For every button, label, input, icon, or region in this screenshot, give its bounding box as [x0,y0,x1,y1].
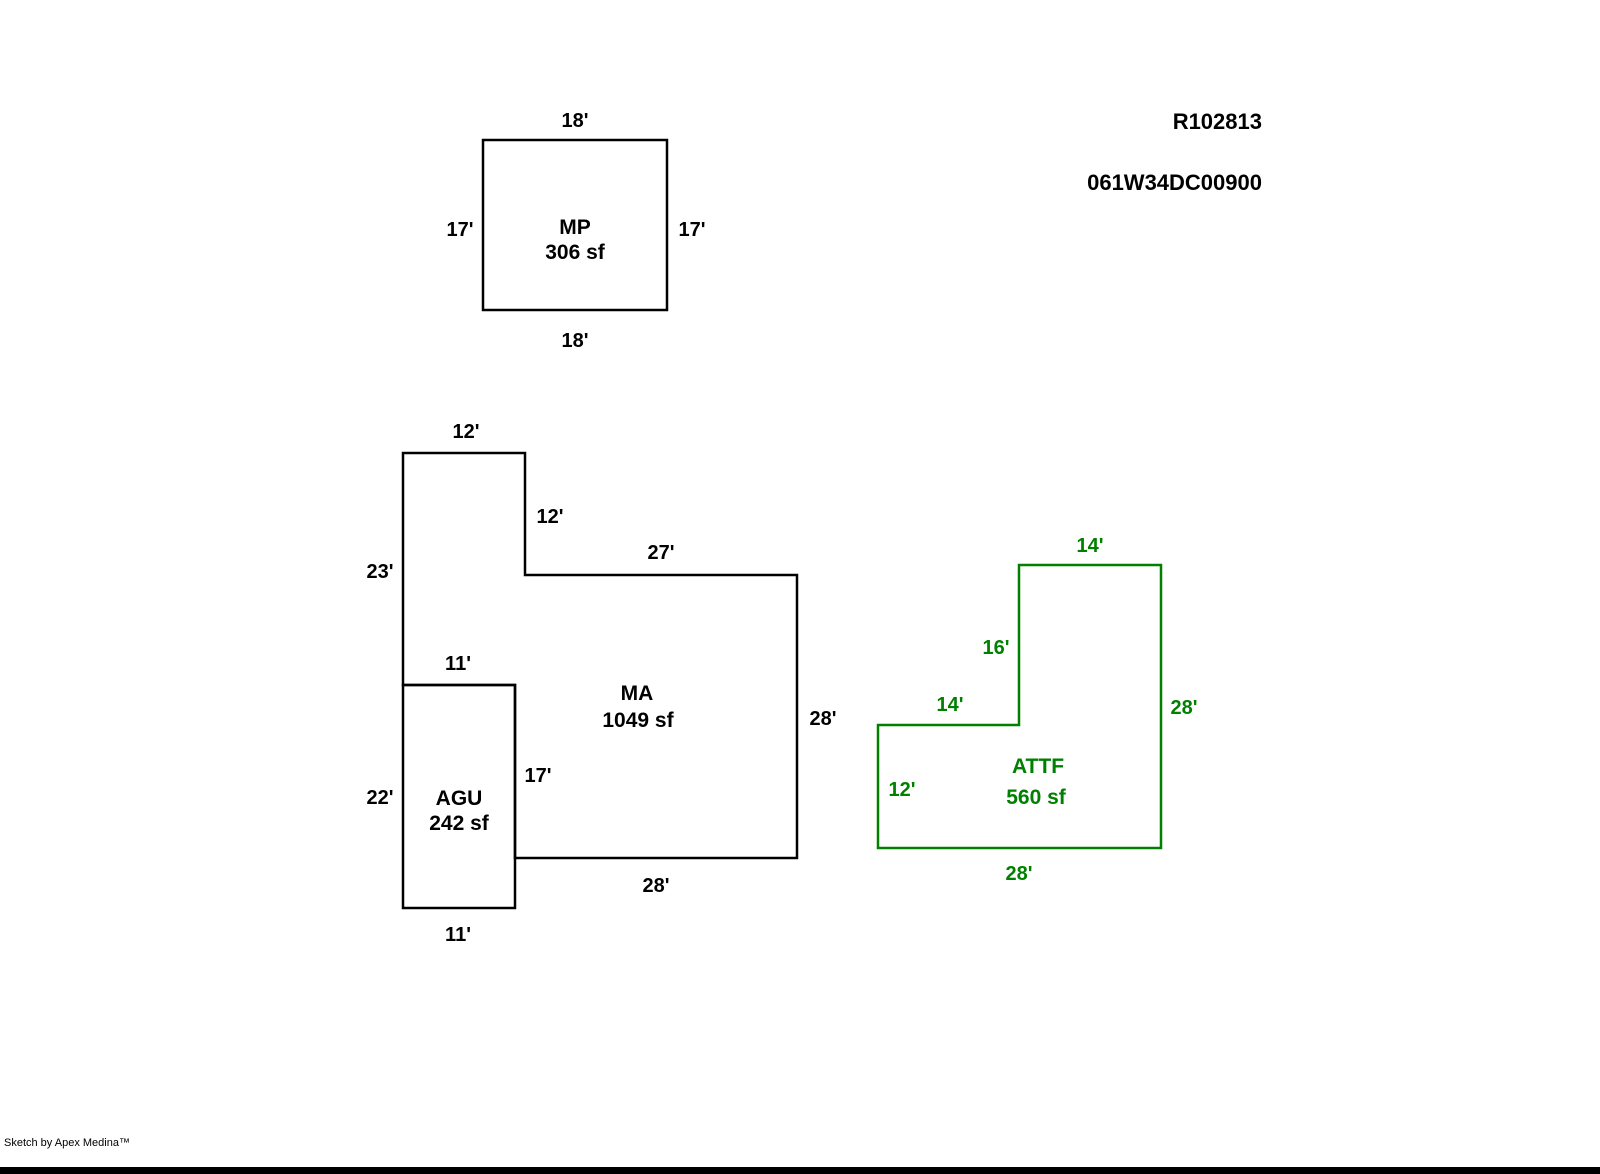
ma-dim-left: 23' [366,561,393,583]
ma-area-value: 1049 sf [602,709,674,732]
record-id: R102813 [1173,109,1262,134]
attf-dim-right: 28' [1170,697,1197,719]
mp-dim-top: 18' [561,110,588,132]
agu-dim-left: 22' [366,787,393,809]
parcel-id: 061W34DC00900 [1087,170,1262,195]
ma-dim-inner-left: 17' [524,765,551,787]
attf-outline [876,563,1163,850]
agu-dim-bottom: 11' [445,924,471,946]
mp-dim-right: 17' [678,219,705,241]
mp-dim-bottom: 18' [561,330,588,352]
ma-dim-notch-right: 12' [536,506,563,528]
ma-dim-right: 28' [809,708,836,730]
mp-area-value: 306 sf [545,241,606,264]
sketch-credit: Sketch by Apex Medina™ [4,1137,130,1149]
attf-label: ATTF [1012,755,1064,778]
ma-dim-step: 11' [445,653,471,675]
ma-dim-bottom: 28' [642,875,669,897]
attf-dim-mid-top: 14' [936,694,963,716]
mp-outline [481,138,669,312]
agu-label: AGU [436,787,483,810]
attf-dim-top: 14' [1076,535,1103,557]
ma-dim-notch-top: 12' [452,421,479,443]
ma-label: MA [621,682,654,705]
attf-dim-upper-left: 16' [982,637,1009,659]
agu-outline [401,683,517,910]
attf-dim-left: 12' [888,779,915,801]
mp-shape: 18' 17' 17' 18' MP 306 sf [446,110,705,352]
agu-area-value: 242 sf [429,812,490,835]
bottom-bar [0,1167,1600,1174]
attf-shape: 14' 16' 14' 12' 28' 28' ATTF 560 sf [876,535,1198,885]
ma-dim-top: 27' [647,542,674,564]
attf-area-value: 560 sf [1006,786,1067,809]
agu-shape: 22' 11' AGU 242 sf [366,683,517,946]
mp-dim-left: 17' [446,219,473,241]
attf-dim-bottom: 28' [1005,863,1032,885]
mp-label: MP [559,216,591,239]
